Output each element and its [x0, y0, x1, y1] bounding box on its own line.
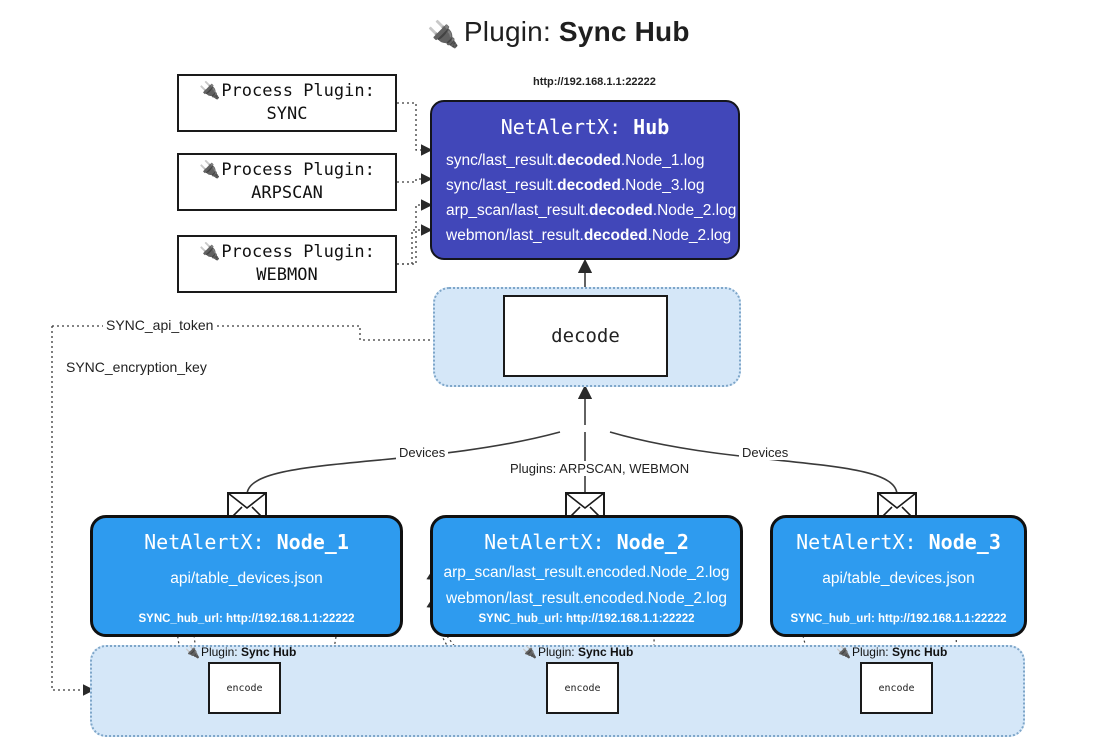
node-line: webmon/last_result.encoded.Node_2.log — [446, 590, 727, 607]
process-plugin-name: WEBMON — [256, 265, 318, 285]
node-title: NetAlertX: Node_2 — [484, 530, 689, 554]
plug-icon: 🔌 — [185, 645, 200, 659]
process-plugin-label: Process Plugin: — [221, 160, 375, 181]
decode-label: decode — [551, 325, 620, 347]
title-prefix: Plugin: — [463, 16, 551, 47]
hub-title: NetAlertX: Hub — [500, 115, 670, 139]
sync-encryption-key-label: SYNC_encryption_key — [63, 359, 210, 375]
process-plugin-label: Process Plugin: — [221, 242, 375, 263]
node-2-box[interactable]: NetAlertX: Node_2 arp_scan/last_result.e… — [430, 515, 743, 637]
encode-plugin-label-2: 🔌Plugin: Sync Hub — [522, 645, 634, 659]
encode-box-1[interactable]: encode — [208, 662, 281, 714]
decode-box[interactable]: decode — [503, 295, 668, 377]
hub-log-line: sync/last_result.decoded.Node_1.log — [446, 152, 705, 169]
plug-icon: 🔌 — [199, 160, 221, 180]
node-title: NetAlertX: Node_1 — [144, 530, 349, 554]
encode-label: encode — [564, 682, 601, 694]
plug-icon: 🔌 — [836, 645, 851, 659]
encode-label: encode — [226, 682, 263, 694]
process-plugin-sync[interactable]: 🔌Process Plugin: SYNC — [177, 74, 397, 132]
devices-left-label: Devices — [396, 445, 449, 460]
encode-label: encode — [878, 682, 915, 694]
hub-log-list: sync/last_result.decoded.Node_1.log sync… — [432, 148, 738, 248]
encode-plugin-label-3: 🔌Plugin: Sync Hub — [836, 645, 948, 659]
plug-icon: 🔌 — [199, 81, 221, 101]
devices-right-label: Devices — [739, 445, 792, 460]
plug-icon: 🔌 — [427, 19, 460, 49]
process-plugin-name: SYNC — [266, 104, 308, 124]
node-line: api/table_devices.json — [822, 570, 975, 587]
hub-log-line: sync/last_result.decoded.Node_3.log — [446, 177, 705, 194]
node-3-box[interactable]: NetAlertX: Node_3 api/table_devices.json… — [770, 515, 1027, 637]
plug-icon: 🔌 — [522, 645, 537, 659]
encode-plugin-label-1: 🔌Plugin: Sync Hub — [185, 645, 297, 659]
hub-log-line: arp_scan/last_result.decoded.Node_2.log — [446, 202, 737, 219]
hub-url-label: http://192.168.1.1:22222 — [533, 76, 656, 88]
encode-box-3[interactable]: encode — [860, 662, 933, 714]
plugins-center-label: Plugins: ARPSCAN, WEBMON — [507, 461, 693, 476]
plug-icon: 🔌 — [199, 242, 221, 262]
sync-api-token-label: SYNC_api_token — [103, 317, 217, 333]
node-line-list: api/table_devices.json — [773, 566, 1024, 592]
node-line-list: api/table_devices.json — [93, 566, 400, 592]
node-line: arp_scan/last_result.encoded.Node_2.log — [443, 564, 730, 581]
node-title: NetAlertX: Node_3 — [796, 530, 1001, 554]
node-footer: SYNC_hub_url: http://192.168.1.1:22222 — [478, 613, 695, 625]
title-name: Sync Hub — [558, 16, 690, 47]
process-plugin-webmon[interactable]: 🔌Process Plugin: WEBMON — [177, 235, 397, 293]
encode-box-2[interactable]: encode — [546, 662, 619, 714]
page-title: 🔌Plugin: Sync Hub — [0, 16, 1117, 50]
hub-log-line: webmon/last_result.decoded.Node_2.log — [446, 227, 732, 244]
node-line-list: arp_scan/last_result.encoded.Node_2.log … — [433, 560, 740, 612]
process-plugin-label: Process Plugin: — [221, 81, 375, 102]
node-footer: SYNC_hub_url: http://192.168.1.1:22222 — [138, 613, 355, 625]
node-footer: SYNC_hub_url: http://192.168.1.1:22222 — [790, 613, 1007, 625]
hub-node[interactable]: NetAlertX: Hub sync/last_result.decoded.… — [430, 100, 740, 260]
node-1-box[interactable]: NetAlertX: Node_1 api/table_devices.json… — [90, 515, 403, 637]
node-line: api/table_devices.json — [170, 570, 323, 587]
process-plugin-arpscan[interactable]: 🔌Process Plugin: ARPSCAN — [177, 153, 397, 211]
process-plugin-name: ARPSCAN — [251, 183, 323, 203]
